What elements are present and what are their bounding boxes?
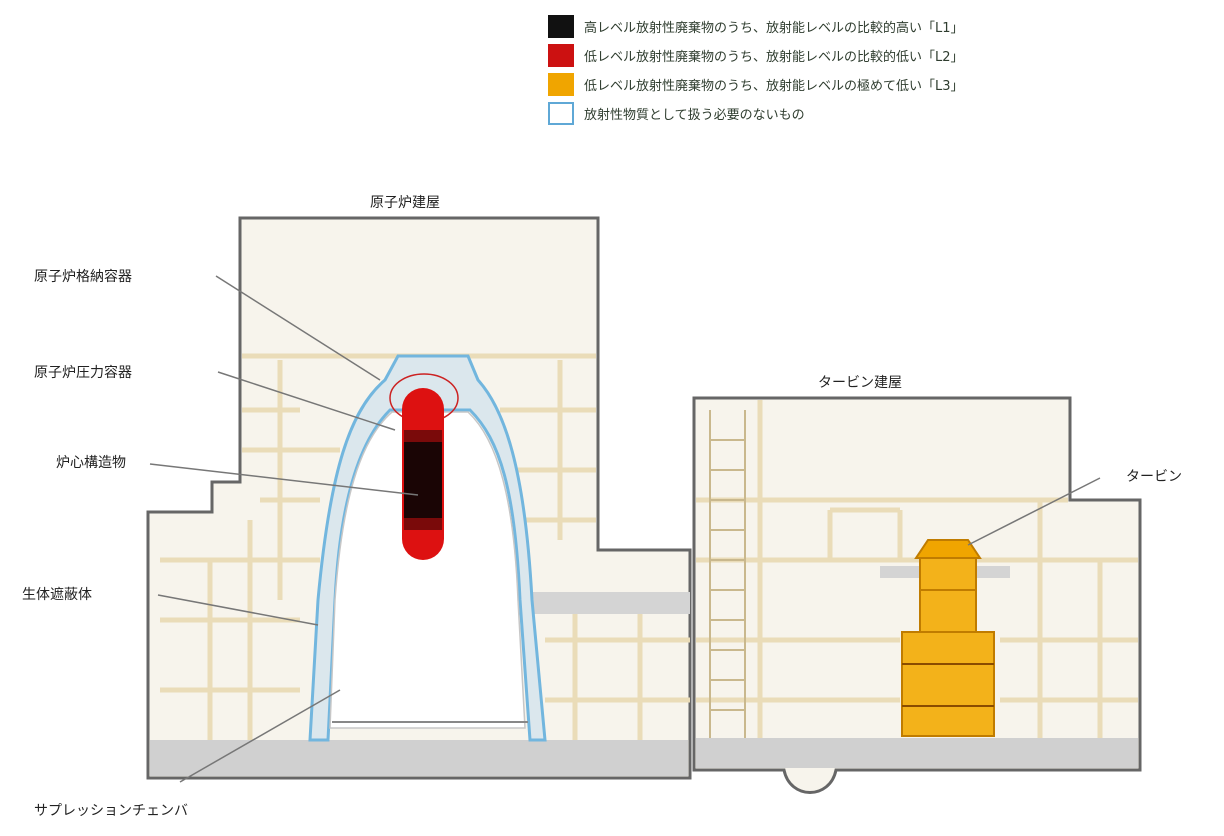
basemat-turbine [696,738,1138,768]
legend: 高レベル放射性廃棄物のうち、放射能レベルの比較的高い「L1」 低レベル放射性廃棄… [548,12,1208,128]
rpv-core-gradient [404,430,442,442]
leader-lines [149,275,1101,783]
label-reactor-containment-vessel: 原子炉格納容器 [34,269,132,285]
legend-swatch-l1 [548,15,574,38]
basemat-reactor [150,740,688,776]
label-turbine-building: タービン建屋 [818,375,902,391]
rpv-core-gradient-bottom [404,518,442,530]
legend-item-l3: 低レベル放射性廃棄物のうち、放射能レベルの極めて低い「L3」 [548,70,1208,99]
legend-text-l3: 低レベル放射性廃棄物のうち、放射能レベルの極めて低い「L3」 [584,79,964,94]
legend-text-clearance: 放射性物質として扱う必要のないもの [584,108,805,123]
turbine-shape [901,539,995,737]
legend-text-l1: 高レベル放射性廃棄物のうち、放射能レベルの比較的高い「L1」 [584,21,964,36]
label-reactor-internals: 炉心構造物 [56,455,126,471]
label-turbine: タービン [1126,469,1182,485]
legend-item-l2: 低レベル放射性廃棄物のうち、放射能レベルの比較的低い「L2」 [548,41,1208,70]
rpv-core-l1 [404,440,442,520]
turbine-building-rooms [696,400,1138,760]
legend-swatch-clearance [548,102,574,125]
legend-swatch-l3 [548,73,574,96]
label-biological-shield: 生体遮蔽体 [22,587,92,603]
turbine-building-outline [692,396,1142,794]
turbine-stair-ladder [709,410,746,740]
containment-shield [308,354,547,742]
legend-item-l1: 高レベル放射性廃棄物のうち、放射能レベルの比較的高い「L1」 [548,12,1208,41]
reactor-building-rooms [160,353,690,770]
label-reactor-building: 原子炉建屋 [370,195,440,211]
label-reactor-pressure-vessel: 原子炉圧力容器 [34,365,132,381]
legend-item-clearance: 放射性物質として扱う必要のないもの [548,99,1208,128]
label-suppression-chamber: サプレッションチェンバ [34,803,188,819]
legend-text-l2: 低レベル放射性廃棄物のうち、放射能レベルの比較的低い「L2」 [584,50,964,65]
legend-swatch-l2 [548,44,574,67]
